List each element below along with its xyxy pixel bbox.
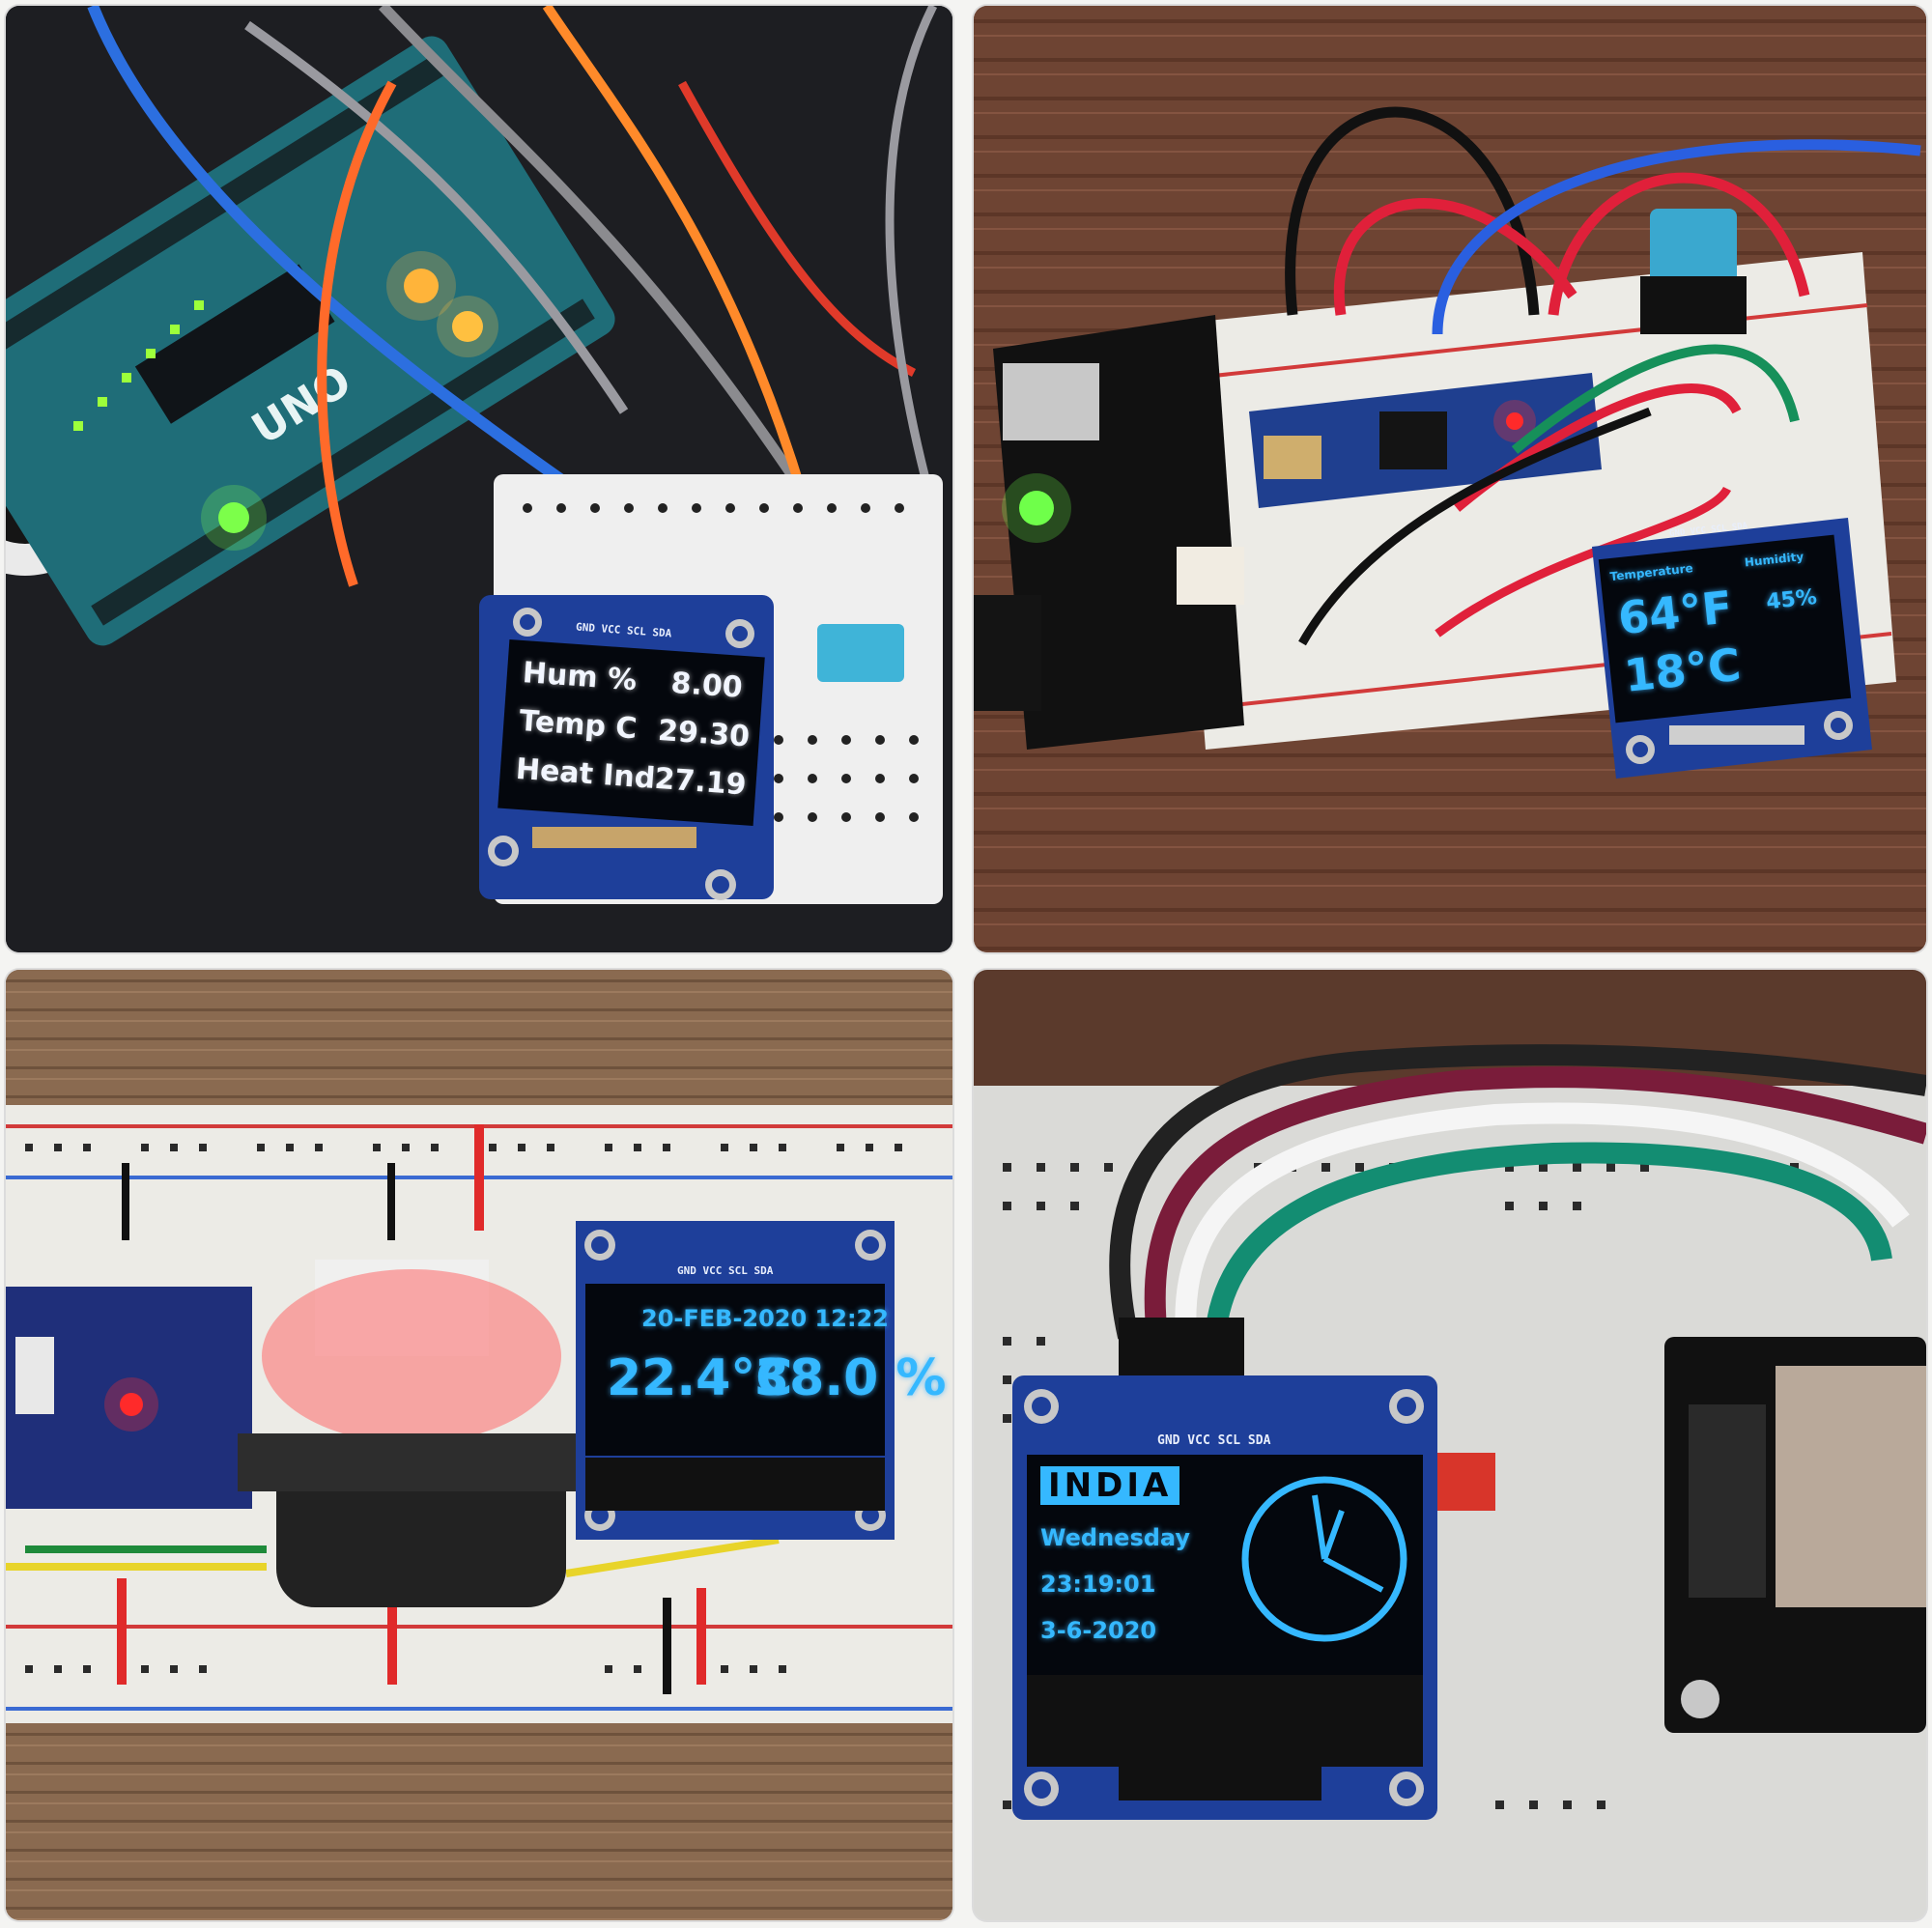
photo-panel-arduino-uno: UNO — [6, 6, 952, 952]
photo-panel-arduino-nano: GND VCC SCL SDA Temperature Humidity 64°… — [974, 6, 1926, 952]
temp-label: Temp C — [518, 703, 639, 747]
heat-index-value: 27.19 — [653, 761, 748, 803]
humidity-label: Hum % — [521, 656, 639, 698]
oled-row-heat-index: Heat Ind — [515, 752, 657, 796]
humidity-display: 38.0 % — [754, 1349, 947, 1407]
oled-row-temp: Temp C — [518, 704, 638, 746]
photo-panel-clock: GND VCC SCL SDA INDIA Wednesday 23:19:01… — [974, 970, 1926, 1920]
oled-pin-label: GND VCC SCL SDA — [677, 1264, 774, 1277]
country-banner: INDIA — [1040, 1466, 1180, 1505]
oled-screen: Temperature Humidity 64°F 45% 18°C — [1598, 534, 1852, 723]
temperature-header: Temperature — [1608, 561, 1694, 584]
oled-row-humidity: Hum % — [522, 656, 638, 697]
oled-screen: Hum % 8.00 Temp C 29.30 Heat Ind 27.19 — [497, 638, 765, 827]
temp-value: 29.30 — [656, 713, 752, 754]
photo-panel-datetime-sensor: GND VCC SCL SDA 20-FEB-2020 12:22 22.4°C… — [6, 970, 952, 1920]
oled-pin-label: GND VCC SCL SDA — [1157, 1433, 1271, 1448]
temperature-fahrenheit: 64°F — [1615, 581, 1735, 645]
nano-setup-illustration — [974, 6, 1926, 952]
oled-screen: INDIA Wednesday 23:19:01 3-6-2020 — [1027, 1455, 1423, 1675]
heat-index-label: Heat Ind — [514, 751, 657, 796]
weekday-display: Wednesday — [1040, 1524, 1191, 1551]
time-display: 23:19:01 — [1040, 1571, 1156, 1598]
humidity-value: 8.00 — [669, 666, 744, 705]
oled-screen: 20-FEB-2020 12:22 22.4°C 38.0 % — [585, 1284, 947, 1456]
date-display: 3-6-2020 — [1040, 1617, 1157, 1644]
analog-clock-icon — [1241, 1476, 1407, 1642]
arduino-setup-illustration: UNO — [6, 6, 952, 952]
datetime-display: 20-FEB-2020 12:22 — [641, 1305, 889, 1332]
temperature-celsius: 18°C — [1621, 638, 1744, 702]
clock-setup-illustration — [974, 970, 1926, 1920]
humidity-header: Humidity — [1744, 550, 1804, 570]
humidity-value: 45% — [1765, 584, 1819, 615]
temperature-display: 22.4°C — [607, 1349, 793, 1407]
